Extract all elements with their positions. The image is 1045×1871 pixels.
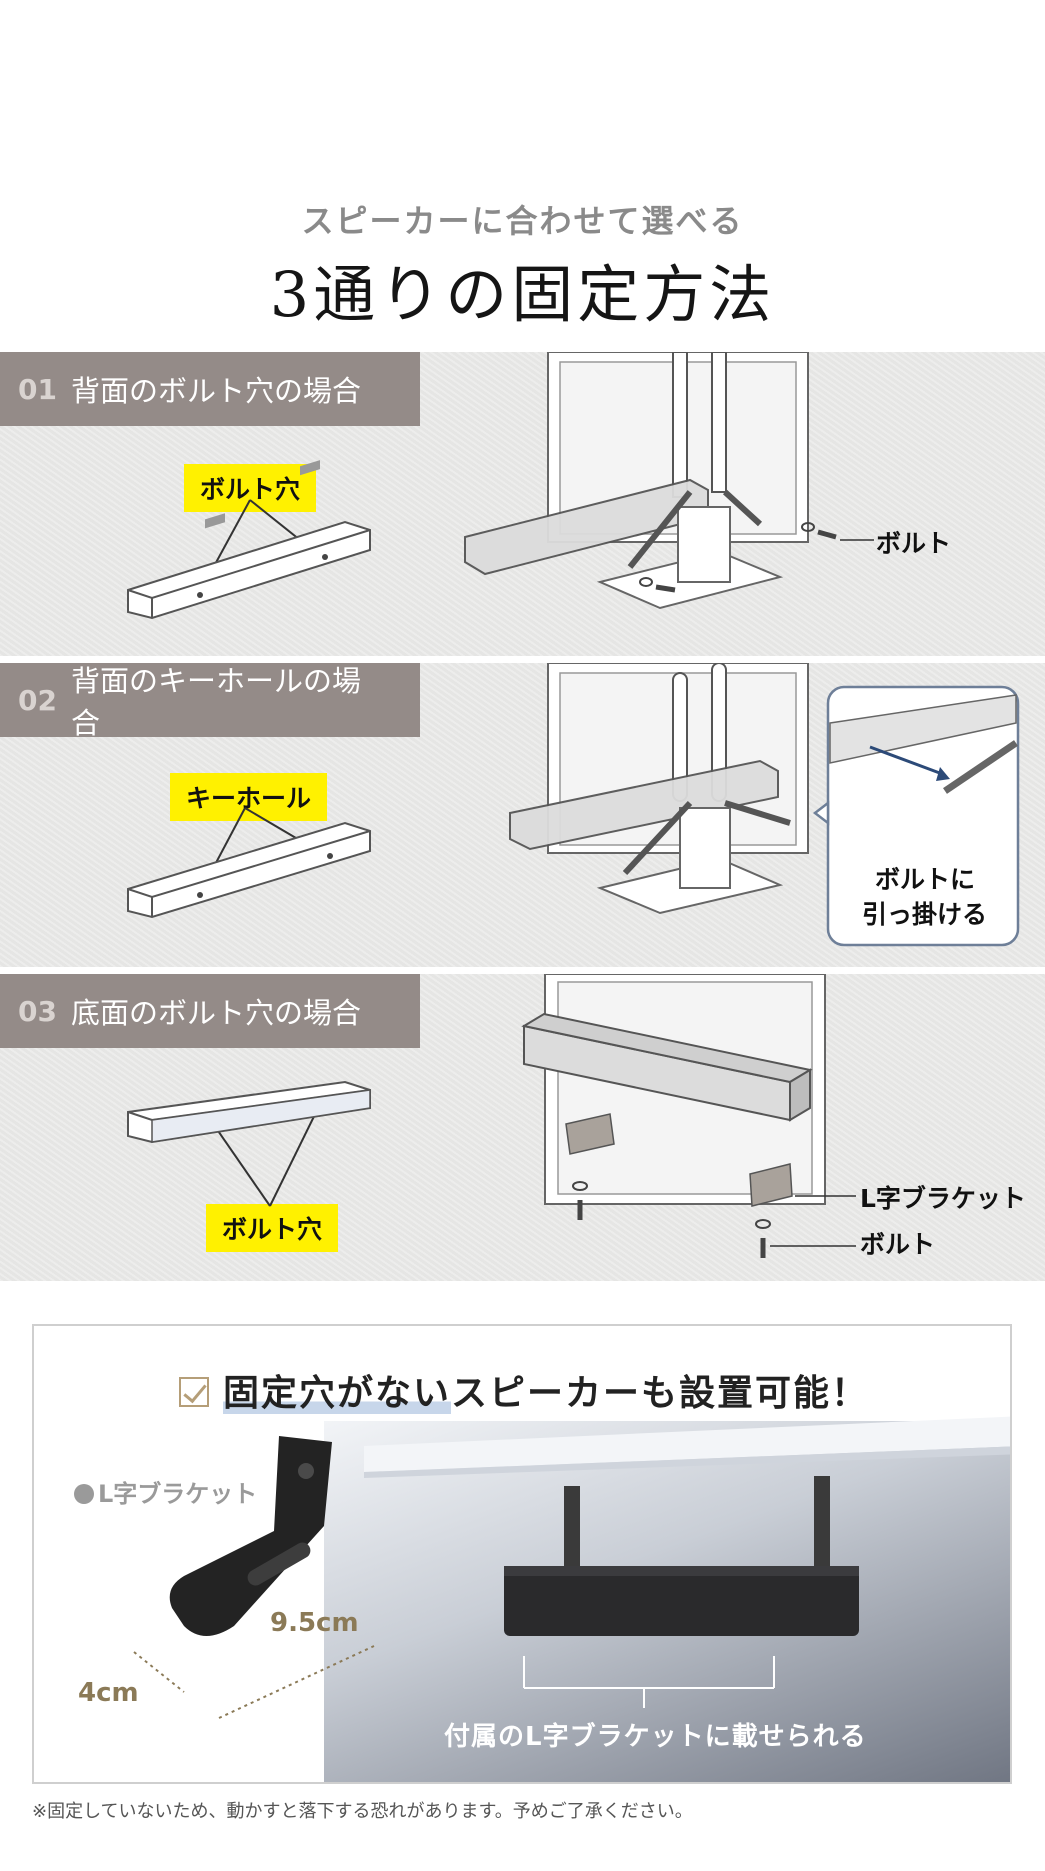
bolt-hole-tag: ボルト穴 — [184, 464, 317, 512]
bolt-callout: ボルト — [876, 529, 952, 558]
section-title: 背面のボルト穴の場合 — [70, 374, 361, 408]
method-section-3: 03 底面のボルト穴の場合 ボルト穴 L字ブラケット ボルト — [0, 974, 1045, 1281]
dimension-short: 4cm — [78, 1678, 139, 1708]
soundbar-keyhole-illustration — [127, 663, 1020, 947]
page-subtitle: スピーカーに合わせて選べる — [301, 202, 744, 240]
section-number: 02 — [18, 683, 57, 717]
dimension-long: 9.5cm — [270, 1608, 359, 1638]
bolt-callout: ボルト — [860, 1230, 936, 1259]
section-number: 03 — [18, 994, 57, 1028]
section-number: 01 — [18, 372, 57, 406]
page-title: 3通りの固定方法 — [269, 258, 776, 331]
keyhole-tag: キーホール — [170, 773, 328, 821]
hook-callout-line-1: ボルトに — [875, 865, 976, 894]
disclaimer-note: ※固定していないため、動かすと落下する恐れがあります。予めご了承ください。 — [32, 1801, 693, 1822]
section-title: 背面のキーホールの場合 — [70, 664, 361, 740]
feature-heading-highlight: 固定穴がない — [222, 1373, 451, 1414]
hook-callout-line-2: 引っ掛ける — [862, 900, 988, 929]
hero: スピーカーに合わせて選べる 3通りの固定方法 — [0, 0, 1045, 350]
bottom-bolt-hole-tag: ボルト穴 — [206, 1204, 339, 1252]
section-label: 02 背面のキーホールの場合 — [0, 663, 420, 740]
section-label: 03 底面のボルト穴の場合 — [0, 974, 420, 1048]
l-bracket-callout: L字ブラケット — [860, 1184, 1026, 1213]
feature-heading-rest: スピーカーも設置可能！ — [451, 1373, 870, 1414]
soundbar-bottom-illustration — [127, 974, 856, 1258]
section-title: 底面のボルト穴の場合 — [70, 996, 361, 1030]
soundbar-rear-illustration — [127, 352, 874, 620]
feature-box: 固定穴がないスピーカーも設置可能！ L字ブラケット 9.5cm 4cm 付属のL… — [32, 1324, 1012, 1784]
photo-caption: 付属のL字ブラケットに載せられる — [444, 1722, 867, 1752]
bracket-label: L字ブラケット — [74, 1474, 257, 1509]
method-section-1: 01 背面のボルト穴の場合 ボルト穴 ボルト — [0, 352, 1045, 656]
bullet-icon — [74, 1484, 94, 1504]
method-section-2: 02 背面のキーホールの場合 キーホール ボルトに 引っ掛ける — [0, 663, 1045, 967]
feature-heading: 固定穴がないスピーカーも設置可能！ — [34, 1364, 1010, 1416]
checkbox-icon — [178, 1377, 209, 1407]
bracket-label-text: L字ブラケット — [98, 1480, 258, 1508]
section-label: 01 背面のボルト穴の場合 — [0, 352, 420, 426]
bracket-photo-illustration — [133, 1416, 1010, 1719]
